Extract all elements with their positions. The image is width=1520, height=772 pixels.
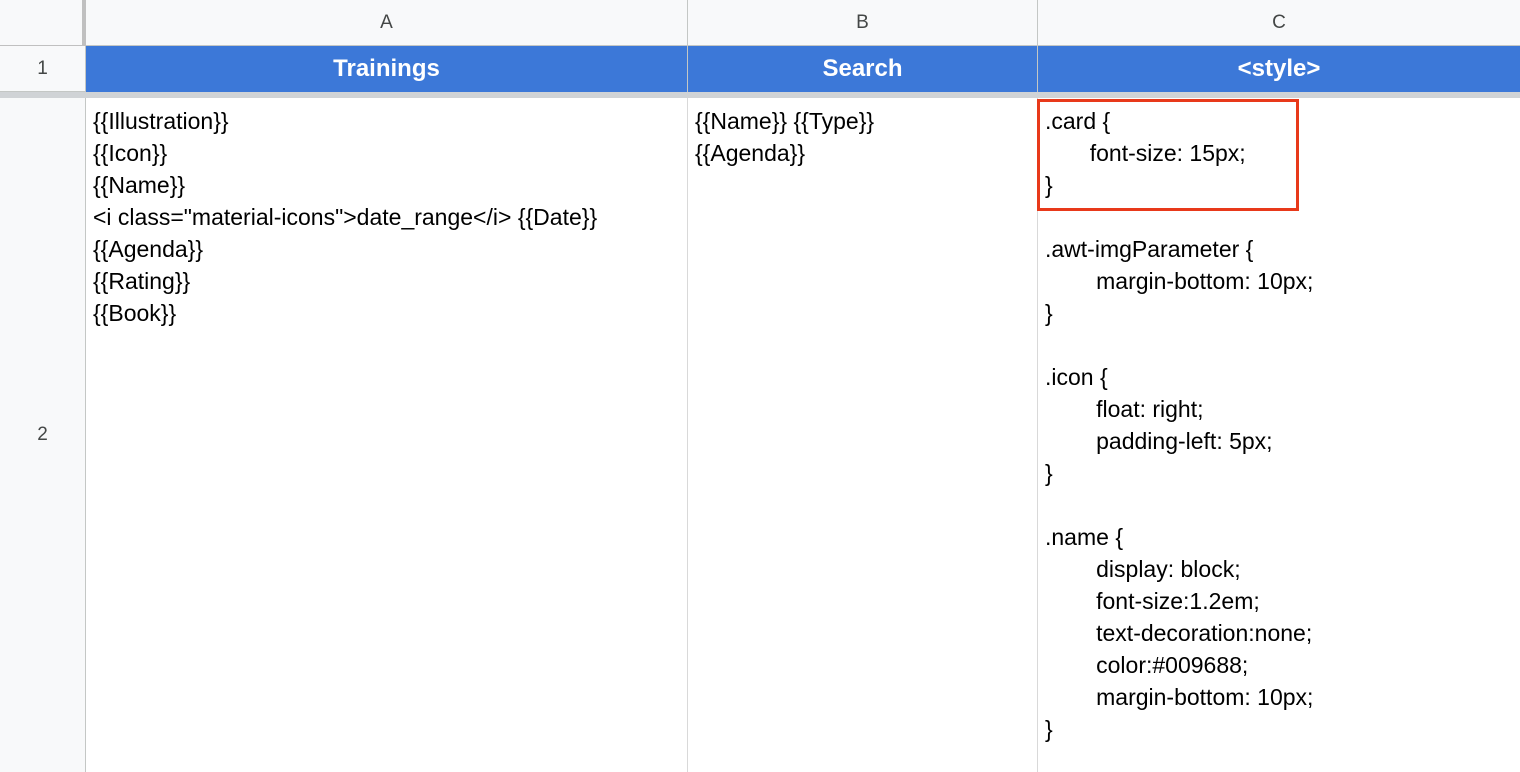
cell-a1[interactable]: Trainings [86, 46, 688, 92]
cell-c1[interactable]: <style> [1038, 46, 1520, 92]
cell-c2[interactable]: .card { font-size: 15px; } .awt-imgParam… [1045, 108, 1314, 742]
cell-b2[interactable]: {{Name}} {{Type}} {{Agenda}} [688, 98, 1038, 772]
column-header-b[interactable]: B [688, 0, 1038, 46]
cell-a2[interactable]: {{Illustration}} {{Icon}} {{Name}} <i cl… [86, 98, 688, 772]
row-header-2[interactable]: 2 [0, 98, 86, 772]
cell-b1[interactable]: Search [688, 46, 1038, 92]
row-header-1[interactable]: 1 [0, 46, 86, 92]
column-header-a[interactable]: A [86, 0, 688, 46]
column-header-c[interactable]: C [1038, 0, 1520, 46]
frozen-row-divider[interactable] [0, 92, 1520, 98]
select-all-corner[interactable] [0, 0, 86, 46]
